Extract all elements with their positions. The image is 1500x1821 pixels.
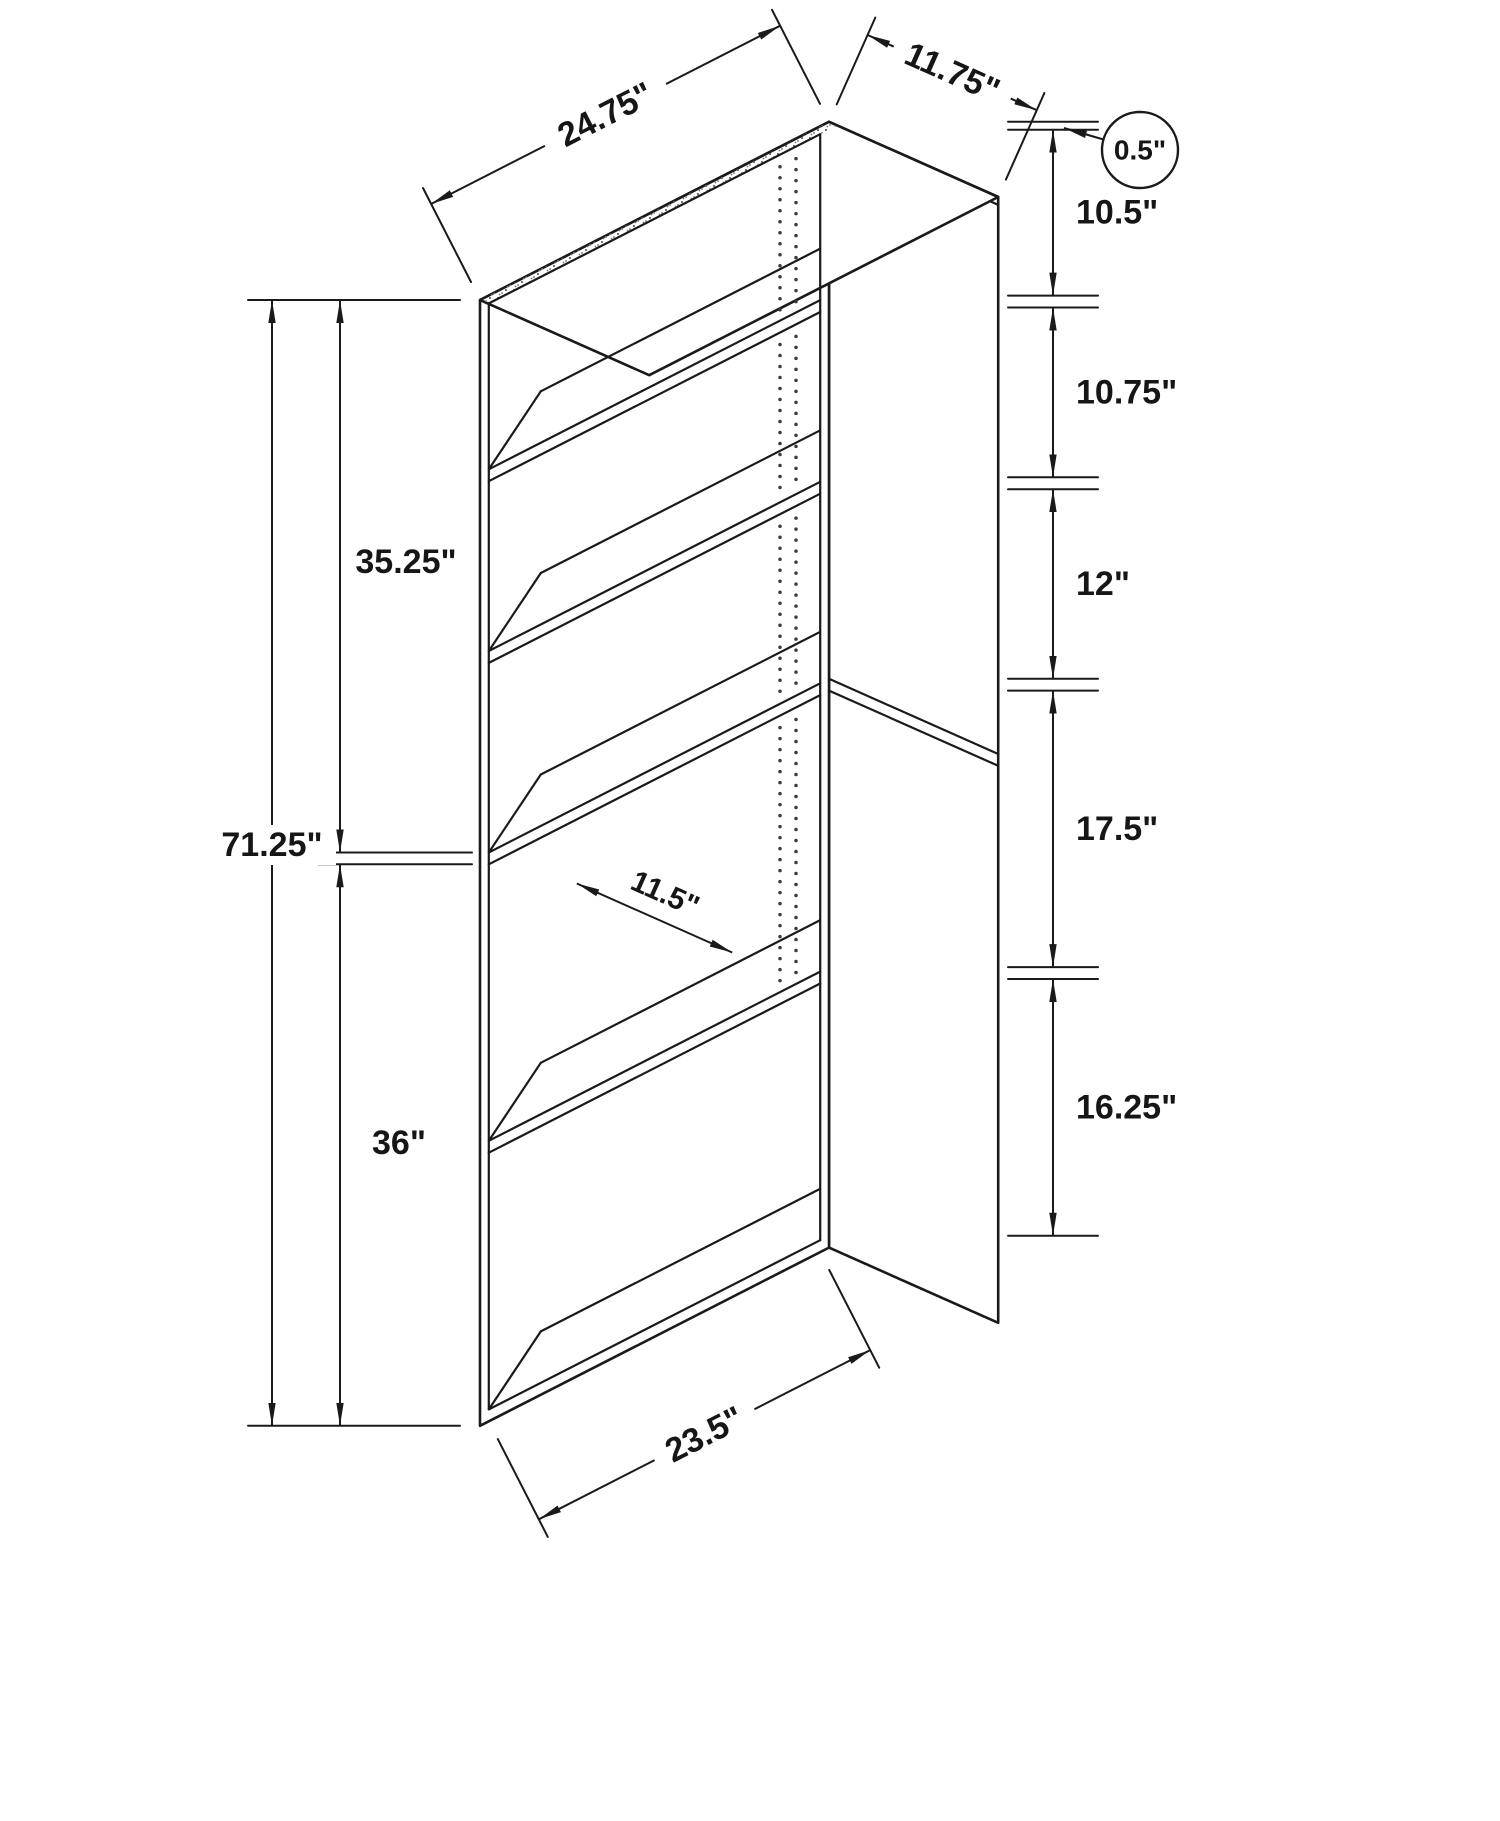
right-side-face (827, 120, 1000, 1325)
svg-text:11.75": 11.75" (899, 35, 1005, 110)
peg-hole-dots (778, 516, 798, 698)
svg-text:36": 36" (372, 1124, 426, 1162)
label-opening-2: 10.75" (1076, 373, 1177, 411)
shelf-window-1 (488, 156, 821, 470)
svg-text:71.25": 71.25" (221, 826, 322, 864)
label-bottom-width: 23.5" (645, 1392, 764, 1478)
window-shelf-surface-line (488, 221, 821, 470)
thickness-callout-circle: 0.5" (1100, 110, 1180, 190)
label-upper-section: 35.25" (344, 542, 468, 582)
window-shelf-surface-line (488, 1161, 821, 1410)
shelf-window-4 (488, 717, 821, 1141)
label-top-depth: 11.75" (886, 29, 1019, 116)
bookcase-body (478, 120, 1000, 1428)
shelf-window-2 (488, 334, 821, 651)
window-shelf-surface-line (488, 402, 821, 651)
window-shelf-surface-line (488, 892, 821, 1141)
extension-lines-bottom (496, 1268, 881, 1538)
svg-text:24.75": 24.75" (552, 75, 659, 155)
label-opening-1: 10.5" (1076, 194, 1158, 232)
thickness-leader (1063, 127, 1104, 141)
peg-hole-dots (778, 156, 798, 315)
window-shelf-surface-line (488, 604, 821, 853)
shelf-window-3 (488, 516, 821, 853)
label-overall-height: 71.25" (208, 825, 336, 865)
shelf-window-5 (488, 1161, 821, 1410)
label-top-width: 24.75" (535, 66, 676, 164)
label-opening-3: 12" (1076, 565, 1130, 603)
front-grid (487, 133, 822, 1411)
dim-shelf-depth (576, 882, 733, 954)
svg-text:23.5": 23.5" (659, 1399, 750, 1470)
svg-text:35.25": 35.25" (355, 543, 456, 581)
label-panel-thickness: 0.5" (1114, 135, 1166, 166)
label-opening-4: 17.5" (1076, 810, 1158, 848)
peg-hole-dots (778, 717, 798, 986)
dimension-labels: 24.75" 11.75" 0.5" 10.5" 10.75" 12" 17.5… (208, 29, 1180, 1478)
label-opening-5: 16.25" (1076, 1088, 1177, 1126)
label-lower-section: 36" (363, 1123, 435, 1163)
